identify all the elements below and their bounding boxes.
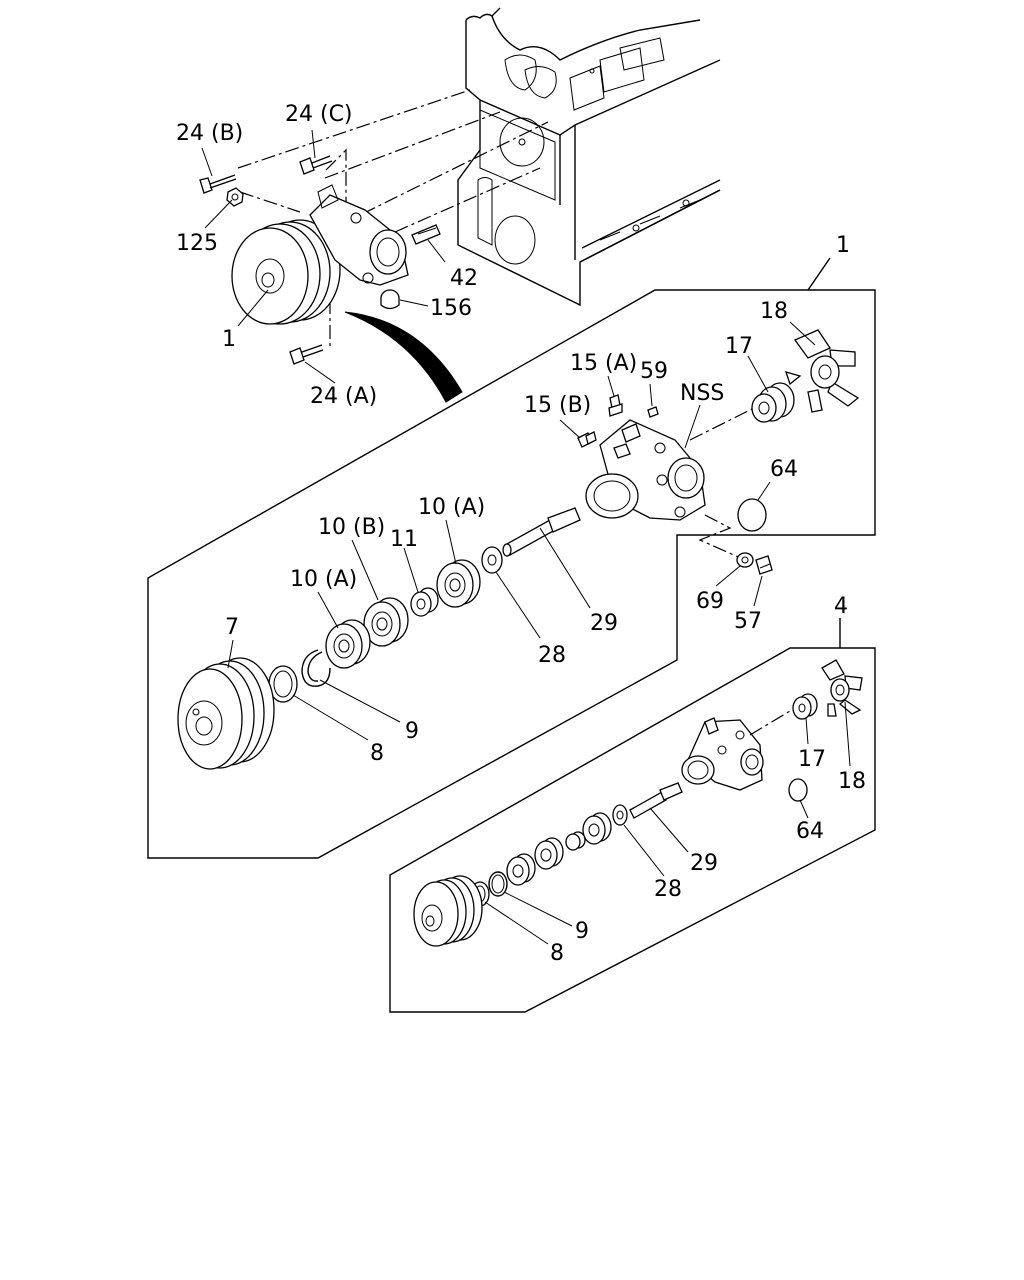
label-18: 18 <box>760 299 788 324</box>
bearing-10a-top <box>436 559 481 608</box>
label-9-small: 9 <box>575 919 589 944</box>
frame-box1 <box>147 289 876 859</box>
label-29-small: 29 <box>690 851 718 876</box>
spacer-small <box>565 831 586 851</box>
label-8-small: 8 <box>550 941 564 966</box>
label-9: 9 <box>405 719 419 744</box>
part-labels: 24 (B) 24 (C) 125 42 156 1 24 (A) 1 18 1… <box>176 102 866 966</box>
shaft-29-small <box>629 782 683 819</box>
snap-ring-9 <box>301 649 331 687</box>
frame-box2 <box>389 647 876 1013</box>
label-28-small: 28 <box>654 877 682 902</box>
label-18-small: 18 <box>838 769 866 794</box>
label-10a-top: 10 (A) <box>418 495 485 520</box>
impeller-18-small <box>821 659 863 717</box>
bolt-24b <box>199 174 237 194</box>
label-156: 156 <box>430 296 472 321</box>
washer-28 <box>481 546 503 574</box>
o-ring-64-small <box>788 778 808 802</box>
fitting-15b <box>577 431 597 448</box>
bolt-24c <box>299 155 333 175</box>
ring-8 <box>268 665 298 703</box>
engine-block <box>457 7 721 307</box>
washer-69 <box>736 552 754 568</box>
pulley-7 <box>177 657 275 770</box>
impeller-18 <box>784 329 860 413</box>
pump-housing <box>585 419 706 521</box>
leader-lines <box>201 129 851 945</box>
label-17-small: 17 <box>798 747 826 772</box>
label-15b: 15 (B) <box>524 393 591 418</box>
bearing-10b <box>363 597 409 647</box>
label-64-small: 64 <box>796 819 824 844</box>
pin-59 <box>647 406 659 418</box>
explode-arrow <box>344 311 463 403</box>
plug-156 <box>380 289 400 310</box>
washer-28-small <box>612 804 628 826</box>
label-64: 64 <box>770 457 798 482</box>
label-69: 69 <box>696 589 724 614</box>
bearing-small-3 <box>506 853 536 886</box>
label-42: 42 <box>450 266 478 291</box>
label-10a: 10 (A) <box>290 567 357 592</box>
label-28: 28 <box>538 643 566 668</box>
plug-57 <box>755 555 773 575</box>
bolt-24a <box>289 344 324 365</box>
shaft-29 <box>502 507 581 557</box>
seal-17 <box>751 382 795 423</box>
label-24b: 24 (B) <box>176 121 243 146</box>
label-17: 17 <box>725 334 753 359</box>
pump-housing-small <box>681 717 764 791</box>
bearing-small-2 <box>534 837 564 870</box>
label-1-box: 1 <box>836 233 850 258</box>
stud-42 <box>411 224 441 245</box>
label-nss: NSS <box>680 381 724 406</box>
assembly-lines-top <box>237 89 549 350</box>
fitting-15a <box>608 394 623 417</box>
label-57: 57 <box>734 609 762 634</box>
label-24c: 24 (C) <box>285 102 353 127</box>
label-7: 7 <box>225 615 239 640</box>
pulley-small <box>413 875 483 947</box>
label-125: 125 <box>176 231 218 256</box>
label-29: 29 <box>590 611 618 636</box>
o-ring-64 <box>737 498 767 532</box>
label-8: 8 <box>370 741 384 766</box>
label-11: 11 <box>390 527 418 552</box>
bearing-small-1 <box>582 812 612 845</box>
snap-ring-9-small <box>488 871 508 897</box>
label-10b: 10 (B) <box>318 515 385 540</box>
seal-17-small <box>792 693 818 720</box>
label-4: 4 <box>834 594 848 619</box>
spacer-11 <box>410 587 439 617</box>
bearing-10a <box>325 619 371 669</box>
label-24a: 24 (A) <box>310 384 377 409</box>
label-1-top: 1 <box>222 327 236 352</box>
label-15a: 15 (A) <box>570 351 637 376</box>
label-59: 59 <box>640 359 668 384</box>
